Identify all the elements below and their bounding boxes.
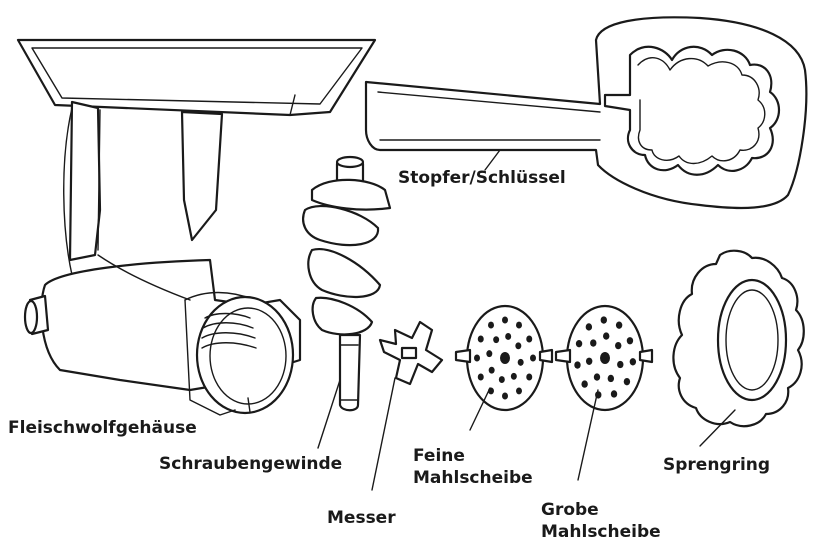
label-ring: Sprengring bbox=[663, 455, 770, 475]
cross-knife bbox=[380, 322, 442, 384]
plate-hole bbox=[502, 317, 508, 324]
plate-hole bbox=[594, 373, 600, 380]
plate-hole bbox=[617, 361, 623, 368]
plate-hole bbox=[590, 339, 596, 346]
plate-hole bbox=[603, 332, 609, 339]
label-tamper-key: Stopfer/Schlüssel bbox=[398, 168, 566, 188]
retaining-ring bbox=[673, 251, 803, 426]
plate-hole bbox=[530, 355, 536, 362]
label-coarse-plate-line2: Mahlscheibe bbox=[541, 522, 661, 542]
plate-center-hole bbox=[500, 352, 510, 364]
label-coarse-plate-line1: Grobe bbox=[541, 500, 599, 520]
label-housing: Fleischwolfgehäuse bbox=[8, 418, 197, 438]
plate-hole bbox=[581, 380, 587, 387]
plate-hole bbox=[608, 375, 614, 382]
plate-hole bbox=[627, 337, 633, 344]
plate-hole bbox=[493, 336, 499, 343]
plate-hole bbox=[474, 355, 480, 362]
plate-hole bbox=[502, 393, 508, 400]
plate-hole bbox=[516, 322, 522, 329]
plate-hole bbox=[526, 374, 532, 381]
plate-hole bbox=[574, 361, 580, 368]
plate-hole bbox=[630, 358, 636, 365]
plate-center-hole bbox=[600, 352, 610, 364]
plate-hole bbox=[624, 378, 630, 385]
plate-hole bbox=[601, 316, 607, 323]
plate-hole bbox=[478, 374, 484, 381]
plate-hole bbox=[518, 359, 524, 366]
plate-hole bbox=[586, 358, 592, 365]
plate-hole bbox=[515, 342, 521, 349]
plate-hole bbox=[576, 340, 582, 347]
plate-hole bbox=[505, 333, 511, 340]
plate-hole bbox=[486, 350, 492, 357]
label-knife: Messer bbox=[327, 508, 396, 528]
label-feed-screw: Schraubengewinde bbox=[159, 454, 342, 474]
plate-hole bbox=[586, 323, 592, 330]
plate-hole bbox=[616, 322, 622, 329]
fine-grinding-plate bbox=[456, 306, 552, 410]
plate-hole bbox=[611, 390, 617, 397]
plate-hole bbox=[499, 376, 505, 383]
plate-hole bbox=[516, 387, 522, 394]
plate-hole bbox=[478, 336, 484, 343]
plate-hole bbox=[488, 322, 494, 329]
plate-hole bbox=[511, 373, 517, 380]
feed-screw bbox=[303, 157, 390, 410]
label-fine-plate-line1: Feine bbox=[413, 446, 465, 466]
plate-hole bbox=[489, 367, 495, 374]
label-fine-plate-line2: Mahlscheibe bbox=[413, 468, 533, 488]
plate-hole bbox=[526, 336, 532, 343]
coarse-grinding-plate bbox=[556, 306, 652, 410]
plate-hole bbox=[615, 342, 621, 349]
